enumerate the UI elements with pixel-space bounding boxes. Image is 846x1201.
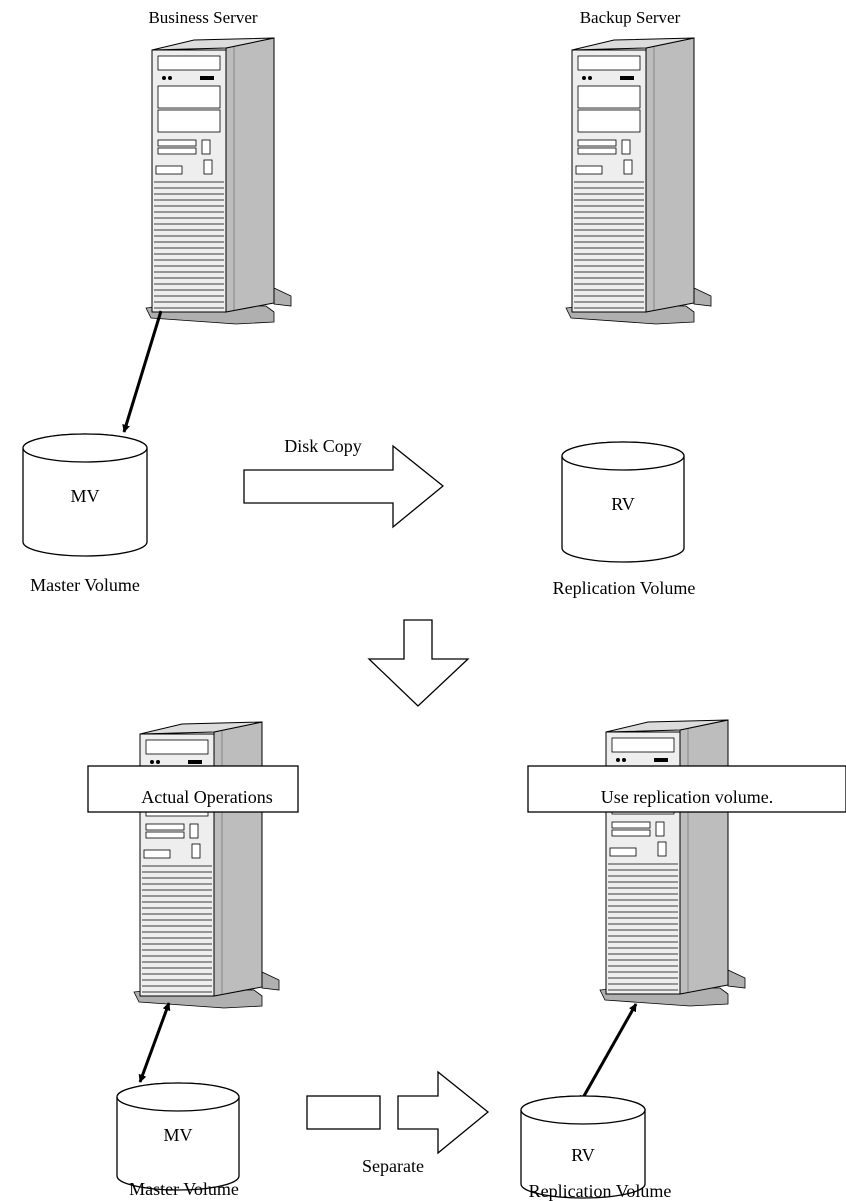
business-server-icon-bottom — [133, 721, 280, 1009]
disk-copy-arrow — [243, 444, 445, 529]
replication-volume-caption-bottom: Replication Volume — [529, 1181, 672, 1201]
mv-label-top: MV — [70, 486, 99, 506]
backup-server-label: Backup Server — [580, 8, 681, 27]
use-replication-box — [527, 765, 846, 813]
replication-volume-cylinder-bottom — [520, 1095, 646, 1199]
rv-label-top: RV — [611, 494, 635, 514]
master-volume-cylinder-bottom — [116, 1082, 240, 1191]
disk-copy-label: Disk Copy — [284, 436, 362, 456]
use-replication-label: Use replication volume. — [601, 787, 773, 807]
server-mv-double-arrow — [138, 1002, 171, 1083]
separate-label: Separate — [362, 1156, 424, 1176]
transition-down-arrow — [367, 619, 470, 707]
business-server-icon — [145, 37, 292, 325]
mv-label-bottom: MV — [163, 1125, 192, 1145]
master-volume-caption-bottom: Master Volume — [129, 1179, 239, 1199]
server-rv-double-arrow — [578, 1003, 638, 1104]
replication-volume-caption-top: Replication Volume — [553, 578, 696, 598]
master-volume-caption-top: Master Volume — [30, 575, 140, 595]
actual-operations-label: Actual Operations — [141, 787, 272, 807]
separate-arrow-tail — [306, 1095, 381, 1130]
replication-volume-cylinder-top — [561, 441, 685, 563]
master-volume-cylinder-top — [22, 433, 148, 557]
backup-server-icon — [565, 37, 712, 325]
backup-server-icon-bottom — [599, 719, 746, 1007]
server-to-mv-arrow — [122, 310, 163, 433]
actual-operations-box — [87, 765, 299, 813]
separate-arrow-head — [397, 1070, 490, 1155]
business-server-label: Business Server — [148, 8, 257, 27]
rv-label-bottom: RV — [571, 1145, 595, 1165]
